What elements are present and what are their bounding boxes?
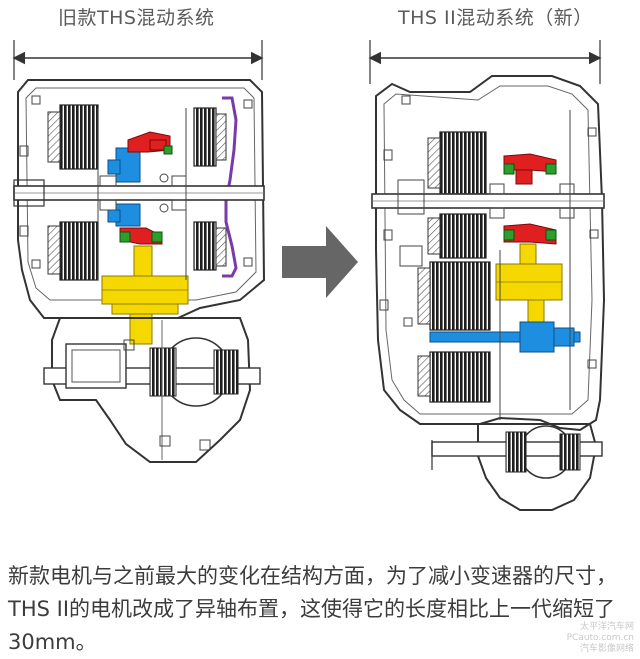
new-system-title: THS II混动系统（新） — [398, 7, 593, 29]
new-differential-housing — [477, 423, 598, 511]
watermark: 太平洋汽车网 PCauto.com.cn 汽车影像网络 — [567, 622, 634, 655]
watermark-line-2: PCauto.com.cn — [566, 633, 634, 643]
new-motor-shaft-blue — [429, 321, 581, 353]
old-motor-coil-lower — [193, 221, 217, 271]
old-generator-coil-upper — [59, 104, 99, 170]
old-ring-gear-red — [119, 131, 173, 245]
old-generator-coil-lower — [59, 221, 99, 281]
new-generator-coil-lower — [439, 213, 487, 259]
caption-text: 新款电机与之前最大的变化在结构方面，为了减小变速器的尺寸，THS II的电机改成… — [8, 564, 617, 654]
old-counter-gear-yellow — [101, 245, 189, 345]
new-ring-gear-red — [503, 153, 557, 245]
new-motor-coil-upper — [429, 261, 491, 331]
transmission-comparison-diagram — [12, 40, 606, 511]
old-housing — [17, 79, 266, 319]
new-generator-coil-upper — [439, 131, 487, 195]
old-planetary-gear-blue — [107, 147, 141, 227]
new-housing — [375, 75, 606, 432]
watermark-line-1: 太平洋汽车网 — [579, 622, 634, 632]
new-system-diagram — [368, 40, 606, 511]
old-system-title: 旧款THS混动系统 — [58, 7, 215, 29]
old-system-diagram — [12, 40, 266, 463]
comparison-arrow — [282, 226, 358, 298]
watermark-line-3: 汽车影像网络 — [579, 644, 634, 654]
old-motor-coil-upper — [193, 107, 217, 167]
old-differential-housing — [51, 317, 252, 463]
new-counter-gear-yellow — [495, 243, 563, 331]
new-motor-coil-lower — [429, 351, 491, 403]
